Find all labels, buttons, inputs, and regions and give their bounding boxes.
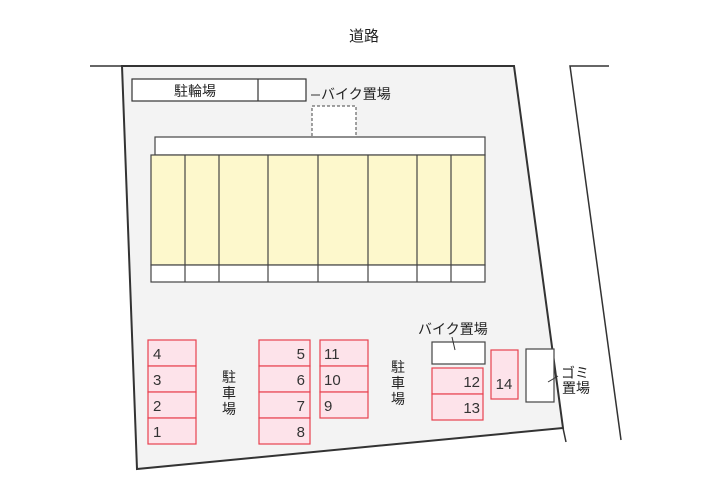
parking-number-14: 14	[496, 376, 513, 393]
parking-number-6: 6	[297, 372, 305, 389]
motorbike-parking-top	[311, 105, 357, 138]
parking-space-8	[258, 417, 311, 445]
parking-number-11: 11	[324, 346, 340, 363]
bicycle-parking	[131, 78, 307, 102]
motorbike-parking-right-label: バイク置場	[418, 322, 488, 338]
apartment-building	[150, 136, 486, 283]
parking-space-9	[319, 391, 369, 419]
parking-number-7: 7	[297, 398, 305, 415]
parking-number-4: 4	[153, 346, 161, 363]
garbage-area	[525, 348, 555, 403]
parking-label-right-1: 駐	[391, 360, 405, 376]
garbage-leader	[547, 375, 559, 383]
road-label: 道路	[349, 27, 379, 45]
parking-number-9: 9	[324, 398, 332, 415]
motorbike-parking-right	[431, 341, 486, 365]
lot-edge-extension	[562, 427, 567, 443]
parking-space-2	[147, 391, 197, 419]
parking-space-5	[258, 339, 311, 367]
parking-number-8: 8	[297, 424, 305, 441]
bicycle-parking-label: 駐輪場	[174, 83, 216, 100]
parking-label-left-3: 場	[222, 402, 236, 418]
motorbike-parking-top-label: バイク置場	[321, 87, 391, 103]
motorbike-right-leader	[451, 336, 456, 351]
parking-label-right-2: 車	[391, 375, 405, 392]
road-edge-right	[569, 65, 622, 441]
parking-number-5: 5	[297, 346, 305, 363]
parking-number-13: 13	[463, 400, 480, 417]
parking-number-3: 3	[153, 372, 161, 389]
parking-space-4	[147, 339, 197, 367]
garbage-label-2: 置場	[562, 381, 590, 397]
parking-number-1: 1	[153, 424, 161, 441]
parking-space-12	[431, 367, 484, 395]
parking-label-left-1: 駐	[222, 370, 236, 386]
parking-label-left-2: 車	[222, 385, 236, 402]
parking-number-2: 2	[153, 398, 161, 415]
parking-label-right-3: 場	[391, 392, 405, 408]
parking-number-12: 12	[463, 374, 480, 391]
parking-number-10: 10	[324, 372, 341, 389]
parking-space-7	[258, 391, 311, 419]
parking-space-1	[147, 417, 197, 445]
parking-space-14	[490, 349, 519, 400]
garbage-label-1: ゴミ	[561, 365, 589, 382]
parking-space-13	[431, 393, 484, 421]
